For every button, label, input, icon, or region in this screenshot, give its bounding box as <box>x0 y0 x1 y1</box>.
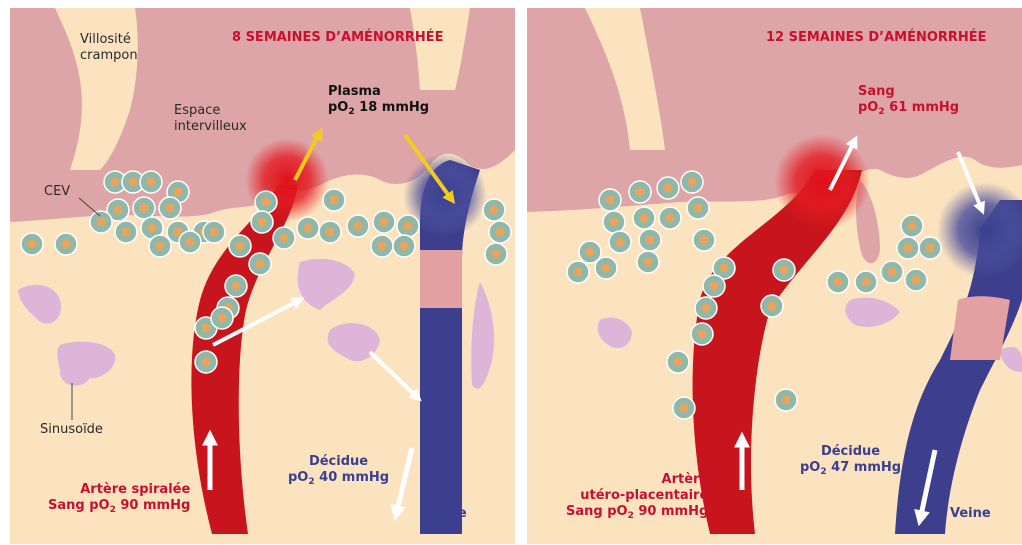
label-decidue-right: Décidue pO2 47 mmHg <box>800 444 901 477</box>
label-villosite: Villosité crampon <box>80 32 138 64</box>
cev-cell <box>897 237 919 259</box>
cev-cell <box>483 199 505 221</box>
cev-cell <box>297 217 319 239</box>
cev-cell <box>140 171 162 193</box>
cev-cell <box>629 181 651 203</box>
cev-cell <box>657 177 679 199</box>
label-plasma: Plasma pO2 18 mmHg <box>328 84 429 117</box>
cev-cell <box>373 211 395 233</box>
cev-cell <box>609 231 631 253</box>
cev-cell <box>149 235 171 257</box>
cev-cell <box>855 271 877 293</box>
cev-cell <box>761 295 783 317</box>
cev-cell <box>255 191 277 213</box>
cev-cell <box>133 197 155 219</box>
cev-cell <box>347 215 369 237</box>
title-right: 12 SEMAINES D’AMÉNORRHÉE <box>766 30 987 46</box>
cev-cell <box>599 189 621 211</box>
cev-cell <box>397 215 419 237</box>
cev-cell <box>179 231 201 253</box>
cev-cell <box>90 211 112 233</box>
cev-cell <box>919 237 941 259</box>
cev-cell <box>567 261 589 283</box>
label-sang: Sang pO2 61 mmHg <box>858 84 959 117</box>
cev-cell <box>775 389 797 411</box>
cev-cell <box>485 243 507 265</box>
label-veine-left: Veine <box>426 506 467 522</box>
label-artere-utero: Artère utéro-placentaire Sang pO2 90 mmH… <box>566 472 708 521</box>
cev-cell <box>905 269 927 291</box>
cev-cell <box>319 221 341 243</box>
cev-cell <box>203 221 225 243</box>
cev-cell <box>703 275 725 297</box>
label-cev: CEV <box>44 184 70 200</box>
cev-cell <box>489 221 511 243</box>
label-espace: Espace intervilleux <box>174 103 247 135</box>
cev-cell <box>695 297 717 319</box>
label-artere-spiralee: Artère spiralée Sang pO2 90 mmHg <box>48 482 190 515</box>
cev-cell <box>393 235 415 257</box>
cev-cell <box>881 261 903 283</box>
cev-cell <box>687 197 709 219</box>
cev-cell <box>667 351 689 373</box>
cev-cell <box>225 275 247 297</box>
cev-cell <box>249 253 271 275</box>
title-left: 8 SEMAINES D’AMÉNORRHÉE <box>232 30 444 46</box>
cev-cell <box>159 197 181 219</box>
vein-junction-right <box>950 296 1010 360</box>
cev-cell <box>639 229 661 251</box>
cev-cell <box>251 211 273 233</box>
cev-cell <box>693 229 715 251</box>
cev-cell <box>595 257 617 279</box>
label-veine-right: Veine <box>950 506 991 522</box>
vein-junction-left <box>420 250 462 308</box>
cev-cell <box>229 235 251 257</box>
cev-cell <box>827 271 849 293</box>
artery-opening-glow-right <box>774 134 870 230</box>
cev-cell <box>115 221 137 243</box>
cev-cell <box>273 227 295 249</box>
cev-cell <box>691 323 713 345</box>
cev-cell <box>901 215 923 237</box>
panel-divider <box>515 0 527 545</box>
label-decidue-left: Décidue pO2 40 mmHg <box>288 454 389 487</box>
cev-cell <box>55 233 77 255</box>
cev-cell <box>659 207 681 229</box>
cev-cell <box>673 397 695 419</box>
cev-cell <box>371 235 393 257</box>
panel-left <box>10 8 515 544</box>
cev-cell <box>773 259 795 281</box>
cev-cell <box>323 189 345 211</box>
cev-cell <box>681 171 703 193</box>
label-sinusoide: Sinusoïde <box>40 422 103 438</box>
cev-cell <box>637 251 659 273</box>
cev-cell <box>21 233 43 255</box>
cev-cell <box>211 307 233 329</box>
cev-cell <box>633 207 655 229</box>
cev-cell <box>195 351 217 373</box>
cev-cell <box>603 211 625 233</box>
